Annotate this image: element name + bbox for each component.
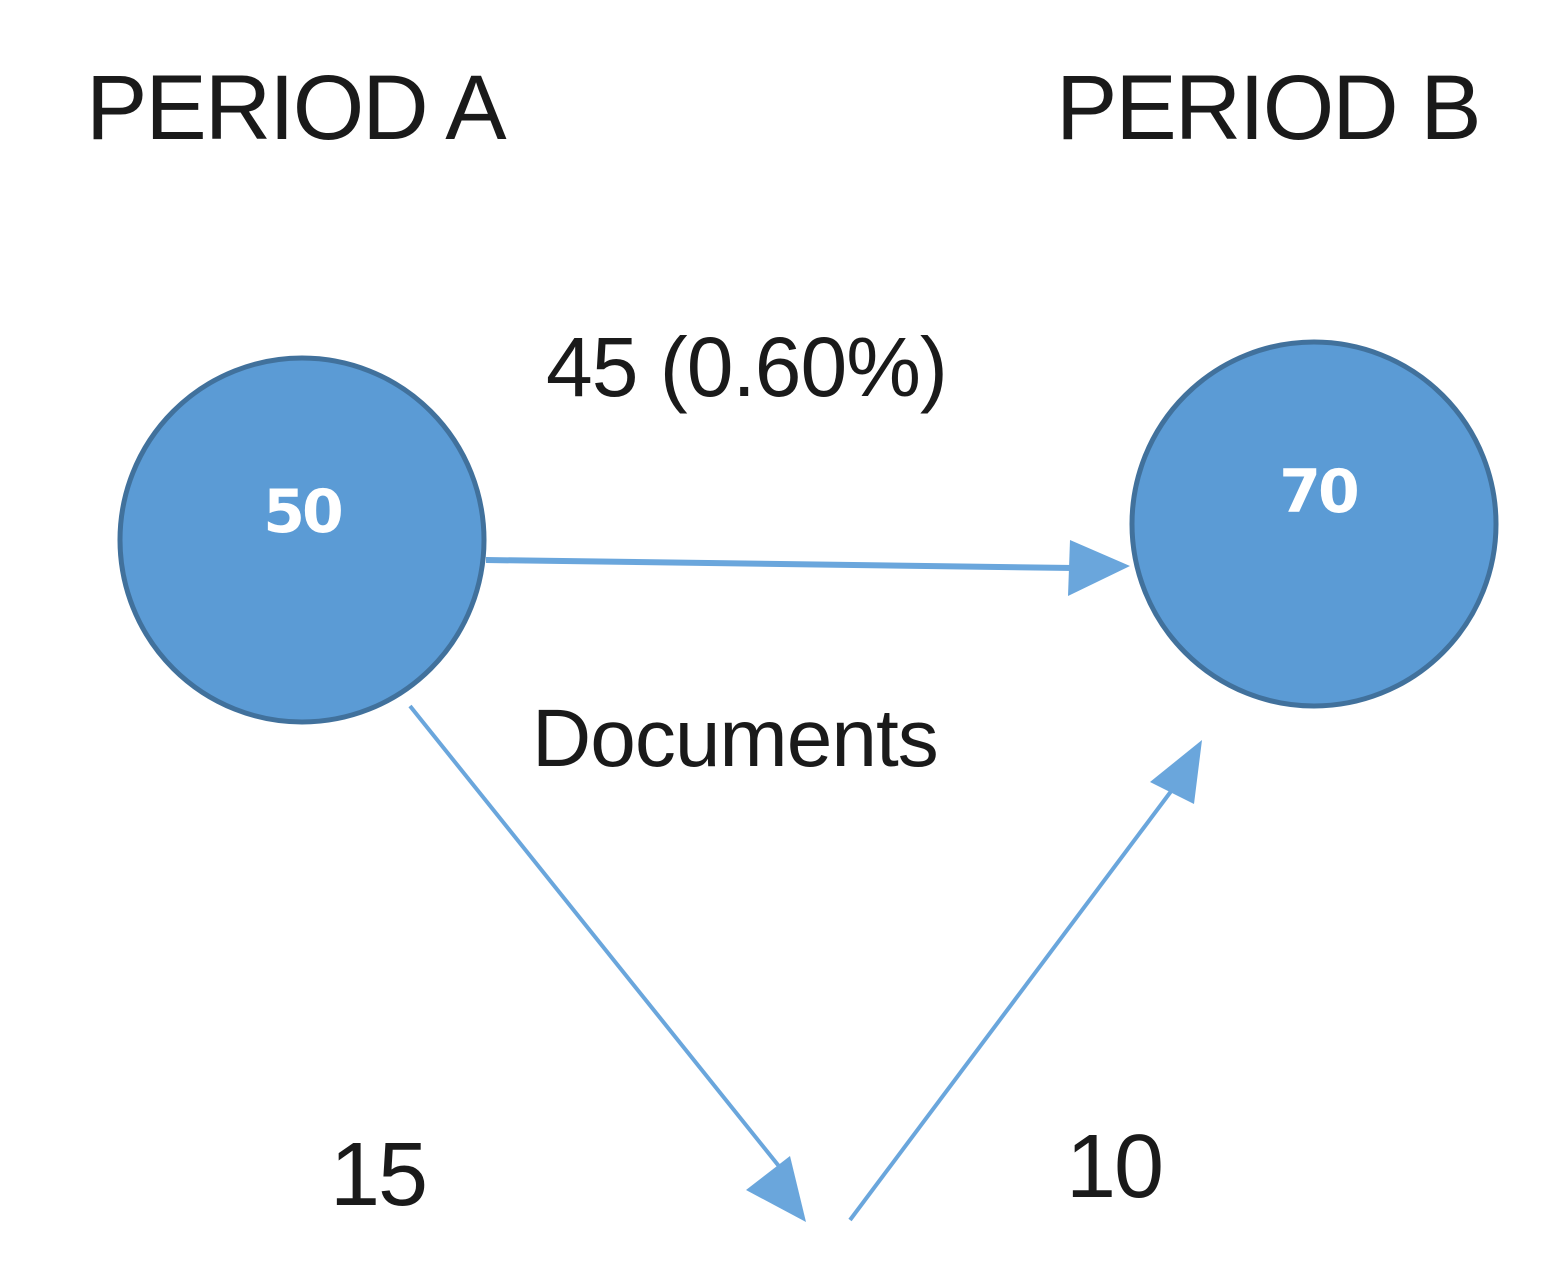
incoming-flow-arrow-line (848, 788, 1174, 1222)
documents-label: Documents (532, 693, 939, 784)
period-a-node-value: 50 (263, 477, 341, 547)
direct-flow-arrow-line (485, 557, 1075, 571)
period-a-node (117, 355, 487, 725)
period-a-header: PERIOD A (86, 57, 507, 159)
period-b-node (1129, 339, 1499, 709)
period-b-header: PERIOD B (1056, 57, 1482, 159)
period-b-node-value: 70 (1279, 457, 1357, 527)
outgoing-flow-arrowhead (746, 1156, 806, 1222)
direct-flow-arrowhead (1068, 540, 1130, 596)
outgoing-flow-arrow-line (408, 704, 784, 1172)
direct-flow-label: 45 (0.60%) (546, 320, 948, 414)
incoming-flow-value: 10 (1066, 1117, 1164, 1217)
incoming-flow-arrowhead (1150, 740, 1202, 804)
outgoing-flow-value: 15 (330, 1125, 428, 1225)
